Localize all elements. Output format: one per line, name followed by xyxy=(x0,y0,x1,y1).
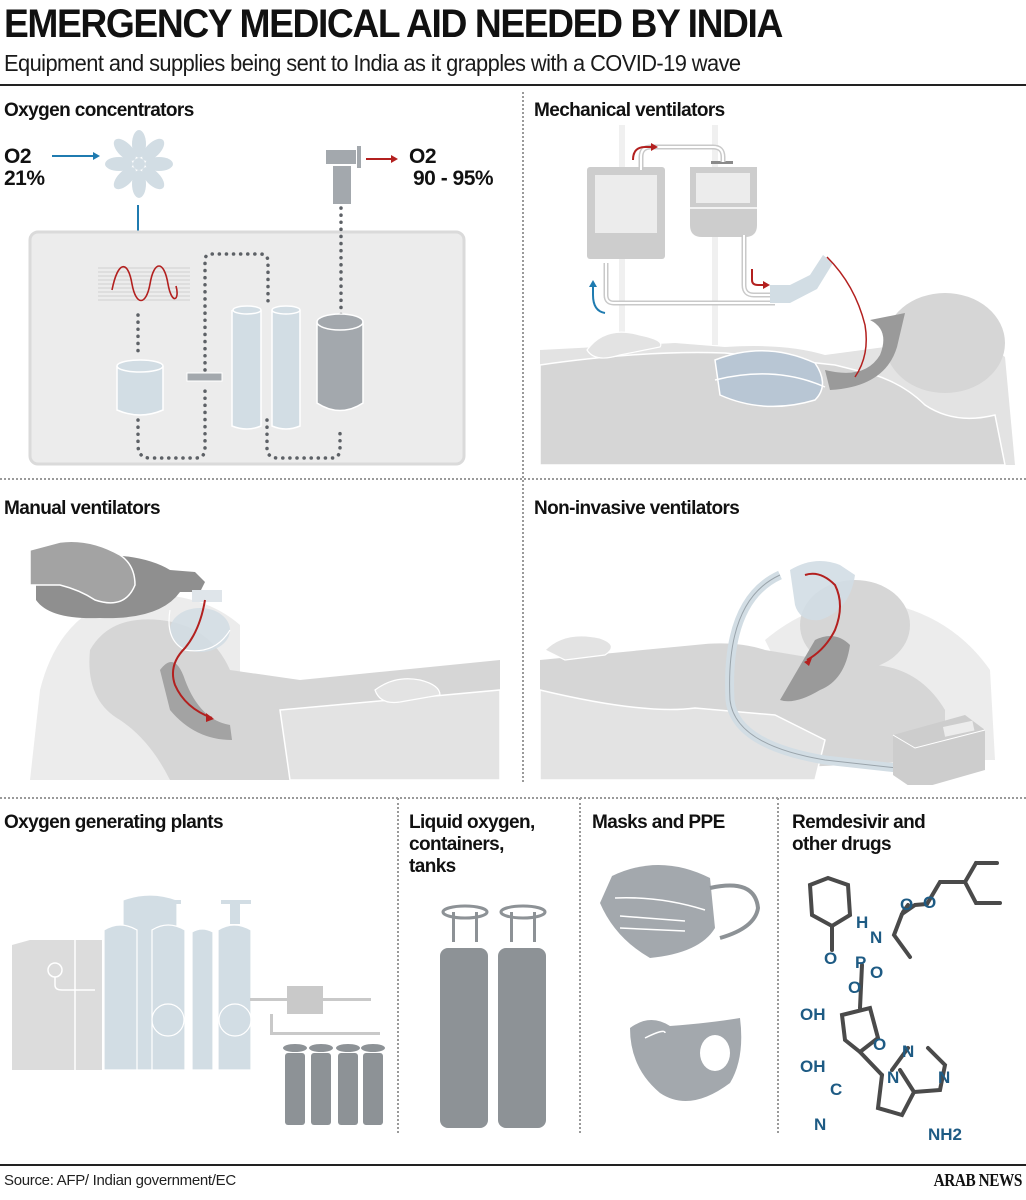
o2-input-percent: 21% xyxy=(4,167,45,190)
airway xyxy=(825,313,905,390)
outlet-nozzle-icon xyxy=(326,146,361,204)
airflow-arrow xyxy=(804,572,841,661)
section-title-oxygen-concentrators: Oxygen concentrators xyxy=(4,100,194,121)
valve-bar xyxy=(186,372,223,382)
pipe-manifold xyxy=(250,986,380,1035)
output-arrow-icon xyxy=(366,155,398,163)
patient-hand xyxy=(586,331,662,359)
compressor-box xyxy=(12,940,102,1070)
rescuer-hand xyxy=(29,540,136,604)
liquid-oxygen-title-line-1: Liquid oxygen, xyxy=(409,812,535,833)
liquid-oxygen-title-line-2: containers, xyxy=(409,834,504,855)
section-title-masks-ppe: Masks and PPE xyxy=(592,812,725,833)
atom-n-triazine-2: N xyxy=(938,1068,950,1087)
face-mask xyxy=(170,608,230,652)
airflow-arrow xyxy=(172,599,213,719)
adsorber-tower-4 xyxy=(217,924,252,1071)
patient-head xyxy=(885,293,1005,393)
fan-icon xyxy=(105,130,173,198)
section-title-remdesivir: Remdesivir and other drugs xyxy=(792,812,926,856)
atom-n-amide: N xyxy=(870,928,882,947)
divider-vertical-bottom-1 xyxy=(397,798,399,1133)
gas-cylinders xyxy=(283,1044,385,1125)
mechanical-ventilator-illustration xyxy=(539,125,1015,466)
atom-oh-2: OH xyxy=(800,1057,826,1076)
section-title-oxygen-generating-plants: Oxygen generating plants xyxy=(4,812,224,833)
atom-n-nitrile: N xyxy=(814,1115,826,1134)
atom-o-ring: O xyxy=(873,1035,886,1054)
oxygen-storage-tank xyxy=(316,313,364,412)
source-credit: Source: AFP/ Indian government/EC xyxy=(4,1172,236,1189)
o2-input-label: O2 21% xyxy=(4,146,45,190)
divider-vertical-bottom-3 xyxy=(777,798,779,1133)
oxygen-plant-illustration xyxy=(12,894,385,1125)
oxygen-concentrator-diagram xyxy=(28,130,466,466)
liquid-oxygen-tanks-illustration xyxy=(440,904,547,1128)
atom-c-nitrile: C xyxy=(830,1080,842,1099)
section-title-mechanical-ventilators: Mechanical ventilators xyxy=(534,100,725,121)
manhole-icon xyxy=(151,1003,252,1037)
remdesivir-title-line-1: Remdesivir and xyxy=(792,812,926,833)
divider-horizontal-2 xyxy=(0,797,1026,799)
o2-output-label: O2 90 - 95% xyxy=(409,145,494,190)
section-title-manual-ventilators: Manual ventilators xyxy=(4,498,161,519)
sieve-bed-1 xyxy=(231,305,262,430)
section-title-liquid-oxygen: Liquid oxygen, containers, tanks xyxy=(409,812,535,878)
o2-output-gas: O2 xyxy=(409,145,437,168)
o2-input-gas: O2 xyxy=(4,145,32,168)
infographic-subtitle: Equipment and supplies being sent to Ind… xyxy=(4,50,741,76)
flow-arrow-blue xyxy=(589,280,606,314)
flow-arrow-red-top xyxy=(632,143,658,161)
remdesivir-title-line-2: other drugs xyxy=(792,834,892,855)
atom-o-phenoxy: O xyxy=(824,949,837,968)
o2-output-percent: 90 - 95% xyxy=(413,167,494,190)
input-arrow-icon xyxy=(52,152,100,160)
face-mask xyxy=(790,561,855,621)
adsorber-tower-3 xyxy=(191,928,214,1071)
atom-n-bridge: N xyxy=(887,1068,899,1087)
atom-h-amide: H xyxy=(856,913,868,932)
adsorber-tower-2 xyxy=(151,924,186,1071)
liquid-oxygen-tank-1 xyxy=(440,904,489,1128)
footer-divider xyxy=(0,1164,1026,1166)
atom-o-ester-link: O xyxy=(923,893,936,912)
section-title-non-invasive-ventilators: Non-invasive ventilators xyxy=(534,498,740,519)
divider-vertical-top xyxy=(522,92,524,782)
flow-arrow-red-right xyxy=(751,269,770,289)
remdesivir-molecule-diagram: O O H N O P O O OH OH O N N N C N NH2 xyxy=(800,861,1002,1144)
sieve-bed-2 xyxy=(271,305,301,430)
atom-nh2: NH2 xyxy=(928,1125,962,1144)
tube-connector xyxy=(770,255,833,303)
divider-vertical-bottom-2 xyxy=(579,798,581,1133)
liquid-oxygen-tank-2 xyxy=(498,904,547,1128)
patient-lungs xyxy=(714,349,824,408)
infographic-title: EMERGENCY MEDICAL AID NEEDED BY INDIA xyxy=(4,2,783,46)
manual-ventilator-illustration xyxy=(29,540,501,781)
header-divider xyxy=(0,84,1026,86)
liquid-oxygen-title-line-3: tanks xyxy=(409,856,456,877)
patient-hand xyxy=(543,635,612,661)
atom-oh-1: OH xyxy=(800,1005,826,1024)
adsorber-tower-1 xyxy=(103,924,138,1071)
non-invasive-ventilator-illustration xyxy=(539,561,995,785)
airway xyxy=(160,662,232,740)
cloth-mask-icon xyxy=(630,1018,742,1101)
patient-hand xyxy=(374,678,441,704)
compressor-tank xyxy=(116,359,164,416)
atom-n-triazine-1: N xyxy=(902,1042,914,1061)
air-filter-icon xyxy=(98,265,190,302)
atom-o-ester: O xyxy=(900,895,913,914)
masks-illustration xyxy=(600,864,761,1101)
surgical-mask-icon xyxy=(600,864,761,958)
atom-o-phosphoryl: O xyxy=(870,963,883,982)
atom-o-linker: O xyxy=(848,978,861,997)
divider-horizontal-1 xyxy=(0,478,1026,480)
brand-logo: ARAB NEWS xyxy=(933,1170,1023,1190)
atom-p: P xyxy=(855,953,866,972)
airway xyxy=(780,636,850,702)
